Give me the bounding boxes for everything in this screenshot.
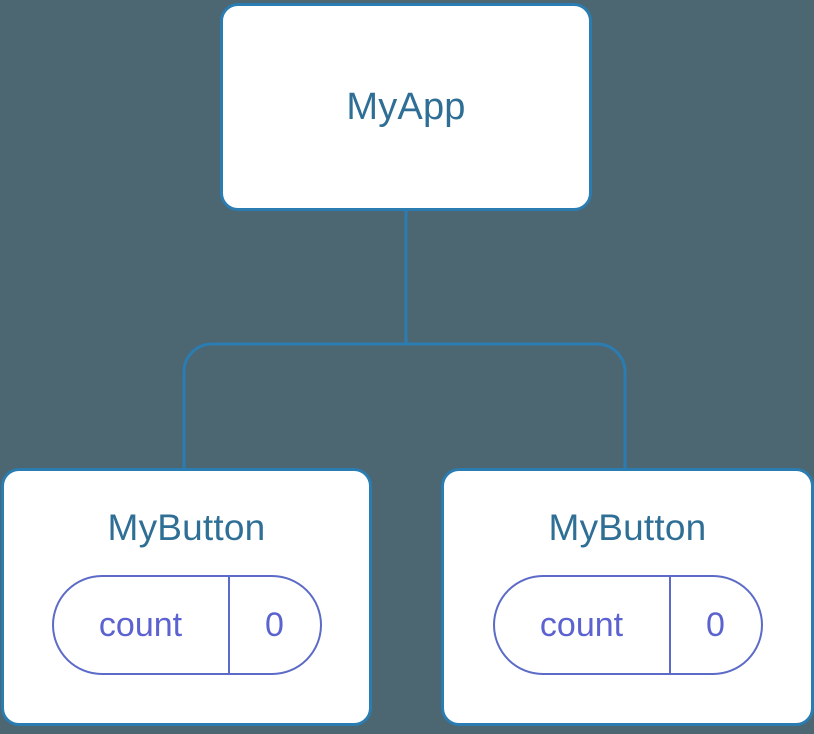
state-pill-right-key: count (539, 606, 624, 644)
node-mybutton-left[interactable]: MyButton count 0 (1, 468, 372, 726)
state-pill-left-key: count (98, 606, 183, 644)
state-pill-right[interactable]: count 0 (492, 575, 763, 675)
node-myapp[interactable]: MyApp (220, 3, 592, 211)
state-pill-left[interactable]: count 0 (51, 575, 322, 675)
edge-to-left-child (182, 342, 406, 470)
node-mybutton-right[interactable]: MyButton count 0 (441, 468, 814, 726)
node-myapp-label: MyApp (346, 86, 466, 128)
edge-to-right-child (406, 342, 627, 470)
node-mybutton-right-label: MyButton (548, 507, 707, 548)
state-pill-left-value: 0 (227, 577, 320, 673)
state-pill-right-value: 0 (668, 577, 761, 673)
node-mybutton-left-label: MyButton (107, 507, 266, 548)
